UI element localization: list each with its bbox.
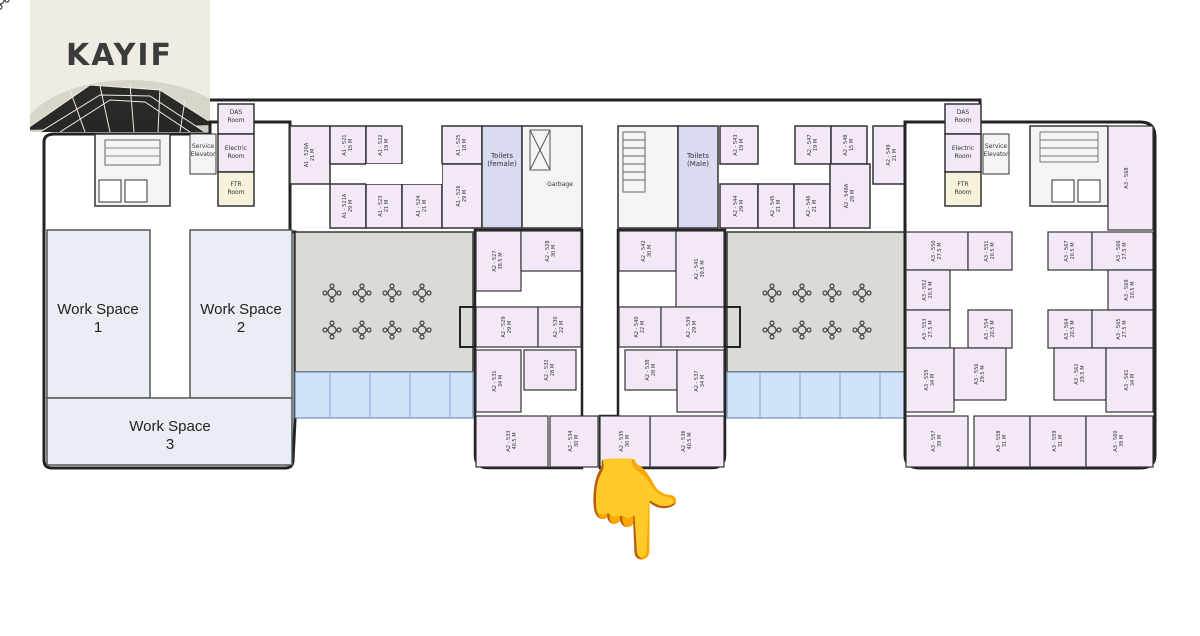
room-label: A2 - 53640.5 M [681,430,693,451]
room-label: A2 - 53828 M [645,359,657,380]
pointing-down-hand-icon: 👇 [572,452,692,564]
room-label: A3 - 55831 M [996,430,1008,451]
room-label: A2 - 53929 M [686,316,698,337]
room-label: A2 - 54429 M [733,195,745,216]
room-label: A2 - 54815 M [843,134,855,155]
room-label: A3 - 56134 M [1124,369,1136,390]
room-label: A2 - 54139.5 M [694,258,706,279]
work-space-1-label: Work Space 1 [57,301,139,336]
room-label: A2 - 548A29 M [844,183,856,208]
table-groups [0,0,872,340]
room-label: A2 - 54719 M [807,134,819,155]
room-label: A3 - 568 [1124,167,1130,188]
room-label: A2 - 53228 M [544,359,556,380]
room-label: A3 - 56720.5 M [1064,240,1076,261]
room-label: A2 - 54521 M [770,195,782,216]
room-label: A2 - 52929 M [501,316,513,337]
room-label: A2 - 53134 M [492,370,504,391]
room-label: A2 - 54022 M [634,316,646,337]
room-label: A2 - 53022 M [553,316,565,337]
room-label: A3 - 55420.5 M [984,318,996,339]
room-label: A3 - 56420.5 M [1064,318,1076,339]
brand-logo: KAYIF [30,0,210,132]
glass-right [726,371,906,419]
room-label: A2 - 54921 M [886,144,898,165]
top-left-rooms [289,125,483,229]
room-label: A1 - 52629 M [456,185,468,206]
work-space-2-label: Work Space 2 [200,301,282,336]
dome-graphic [30,80,210,132]
room-label: A1 - 52115 M [342,134,354,155]
hall-left [294,231,474,373]
room-label: A3 - 55327.5 M [922,318,934,339]
room-label: A1 - 520A21 M [304,142,316,167]
toilets-female-label: Toilets(female) [487,152,517,168]
room-label: A1 - 52518 M [456,134,468,155]
room-label: A3 - 55027.5 M [931,240,943,261]
room-label: A1 - 52421 M [416,195,428,216]
room-label: A1 - 52321 M [378,195,390,216]
room-label: A1 - 52219 M [378,134,390,155]
glass-left [294,371,474,419]
room-label: A3 - 55534 M [924,369,936,390]
work-space-3-area [46,397,293,466]
room-label: A3 - 56229.5 M [1074,363,1086,384]
room-label: A3 - 55220.5 M [922,279,934,300]
room-label: A3 - 56039 M [1113,430,1125,451]
room-label: A2 - 54230 M [641,240,653,261]
room-label: A2 - 53340.5 M [506,430,518,451]
hall-right [726,231,906,373]
logo-wordmark: KAYIF [66,38,173,73]
room-label: A3 - 56627.5 M [1116,240,1128,261]
work-space-1-area [46,229,151,399]
room-label: A3 - 55629.5 M [974,363,986,384]
room-label: A2 - 52830 M [545,240,557,261]
room-label: A2 - 54621 M [806,195,818,216]
room-label: A3 - 55931 M [1052,430,1064,451]
toilets-male-label: Toilets(Male) [686,152,709,168]
room-label: A2 - 53530 M [619,430,631,451]
room-label: A2 - 54319 M [733,134,745,155]
room-label: A2 - 52738.5 M [492,250,504,271]
room-label: A2 - 53430 M [568,430,580,451]
room-label: A3 - 56920.5 M [1124,279,1136,300]
room-label: A3 - 55739 M [931,430,943,451]
work-space-2-area [189,229,293,399]
room-label: A3 - 56527.5 M [1116,318,1128,339]
room-label: A2 - 53734 M [694,370,706,391]
garbage-label: Garbage [547,181,573,188]
room-label: A3 - 55120.5 M [984,240,996,261]
room-label: A1 - 521A29 M [342,193,354,218]
work-space-3-label: Work Space 3 [129,418,211,453]
